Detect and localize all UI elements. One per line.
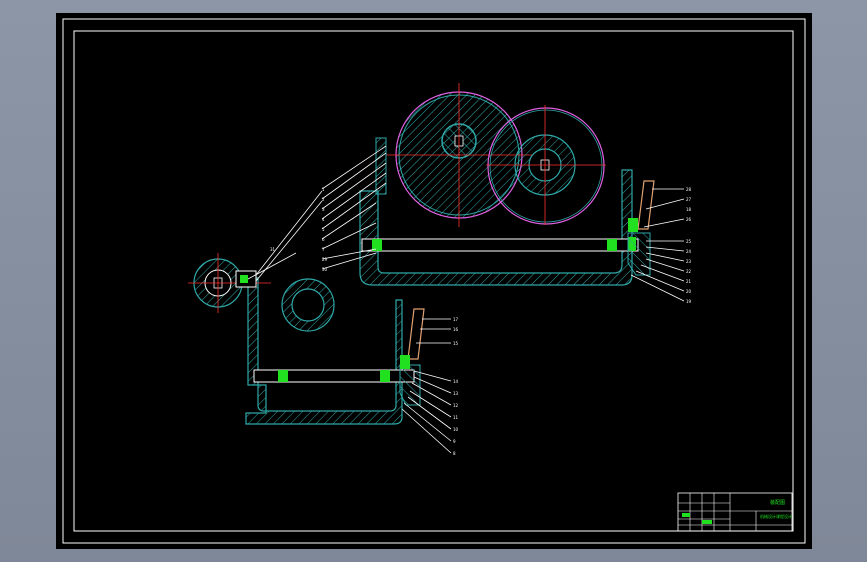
left-label-9: 30 [322,267,328,272]
upper-label-5: 24 [686,249,692,254]
lower-label-5: 13 [453,391,459,396]
lower-label-4: 14 [453,379,459,384]
lower-label-10: 8 [453,451,456,456]
lower-label-1: 17 [453,317,459,322]
left-label-8: 29 [322,257,328,262]
lower-assembly [245,277,425,425]
upper-label-2: 27 [686,197,692,202]
upper-label-9: 20 [686,289,692,294]
left-label-7: 7 [322,247,325,252]
upper-label-10: 19 [686,299,692,304]
cad-viewport[interactable]: 28 27 26 25 24 23 22 21 20 19 18 17 16 1… [56,13,812,549]
left-label-3: 3 [322,207,325,212]
upper-label-4: 25 [686,239,692,244]
title-block: 装配图 机械设计课程设计 [677,492,793,532]
part-labels: 28 27 26 25 24 23 22 21 20 19 18 17 16 1… [270,187,692,456]
lower-label-2: 16 [453,327,459,332]
leader-lines [247,145,685,454]
lower-label-9: 9 [453,439,456,444]
left-assembly [188,253,271,313]
upper-assembly [359,83,655,286]
upper-label-7: 22 [686,269,692,274]
cad-drawing: 28 27 26 25 24 23 22 21 20 19 18 17 16 1… [62,18,806,544]
left-label-4: 4 [322,217,325,222]
left-label-2: 2 [322,197,325,202]
upper-label-6: 23 [686,259,692,264]
lower-handle [407,308,425,360]
lower-frame [245,277,403,425]
title-drawing-name: 装配图 [770,499,785,506]
left-label-10: 31 [270,247,276,252]
upper-handle [637,180,655,230]
left-label-1: 1 [322,187,325,192]
upper-label-3: 26 [686,217,692,222]
left-label-5: 5 [322,227,325,232]
inner-frame [73,30,794,532]
upper-frame [359,169,633,286]
lower-label-8: 10 [453,427,459,432]
upper-label-1: 28 [686,187,692,192]
lower-label-7: 11 [453,415,459,420]
left-label-6: 6 [322,237,325,242]
title-project-name: 机械设计课程设计 [760,513,792,519]
upper-label-8: 21 [686,279,692,284]
small-gear [487,107,605,225]
upper-shaft [361,238,639,252]
outer-frame [62,18,806,544]
lower-label-6: 12 [453,403,459,408]
lower-label-3: 15 [453,341,459,346]
upper-label-11: 18 [686,207,692,212]
